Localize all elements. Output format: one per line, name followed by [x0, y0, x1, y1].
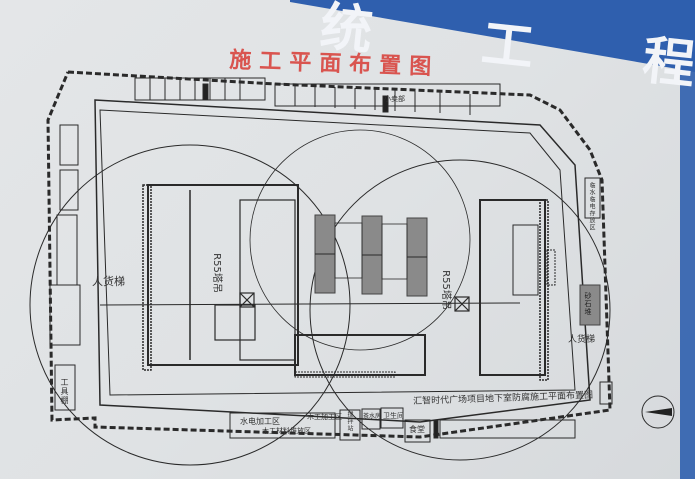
right-sand-label: 砂石堆: [584, 292, 592, 316]
people-hoist-left-label: 人货梯: [92, 275, 125, 288]
left-corner-label: 工具棚: [60, 378, 69, 405]
bottom-label-canteen: 食堂: [409, 425, 425, 434]
bottom-label-water-electric: 水电加工区: [240, 417, 280, 426]
tower-crane-left-label: R55塔吊: [210, 253, 222, 293]
right-storage-label: 临水临电存放区: [588, 182, 595, 231]
bottom-label-mixing: 搅拌站: [346, 411, 353, 432]
top-office-label: 小卖部: [384, 95, 405, 103]
bottom-label-wood-processing: 木工加工区: [307, 413, 342, 421]
bottom-label-toilet: 卫生间: [383, 412, 404, 420]
bottom-label-tea-room: 茶水房: [363, 413, 382, 420]
bottom-label-wood-storage: 木工材料堆放区: [262, 427, 311, 435]
tower-crane-right-label: R55塔吊: [439, 270, 451, 310]
people-hoist-right-label: 人货梯: [568, 335, 596, 345]
